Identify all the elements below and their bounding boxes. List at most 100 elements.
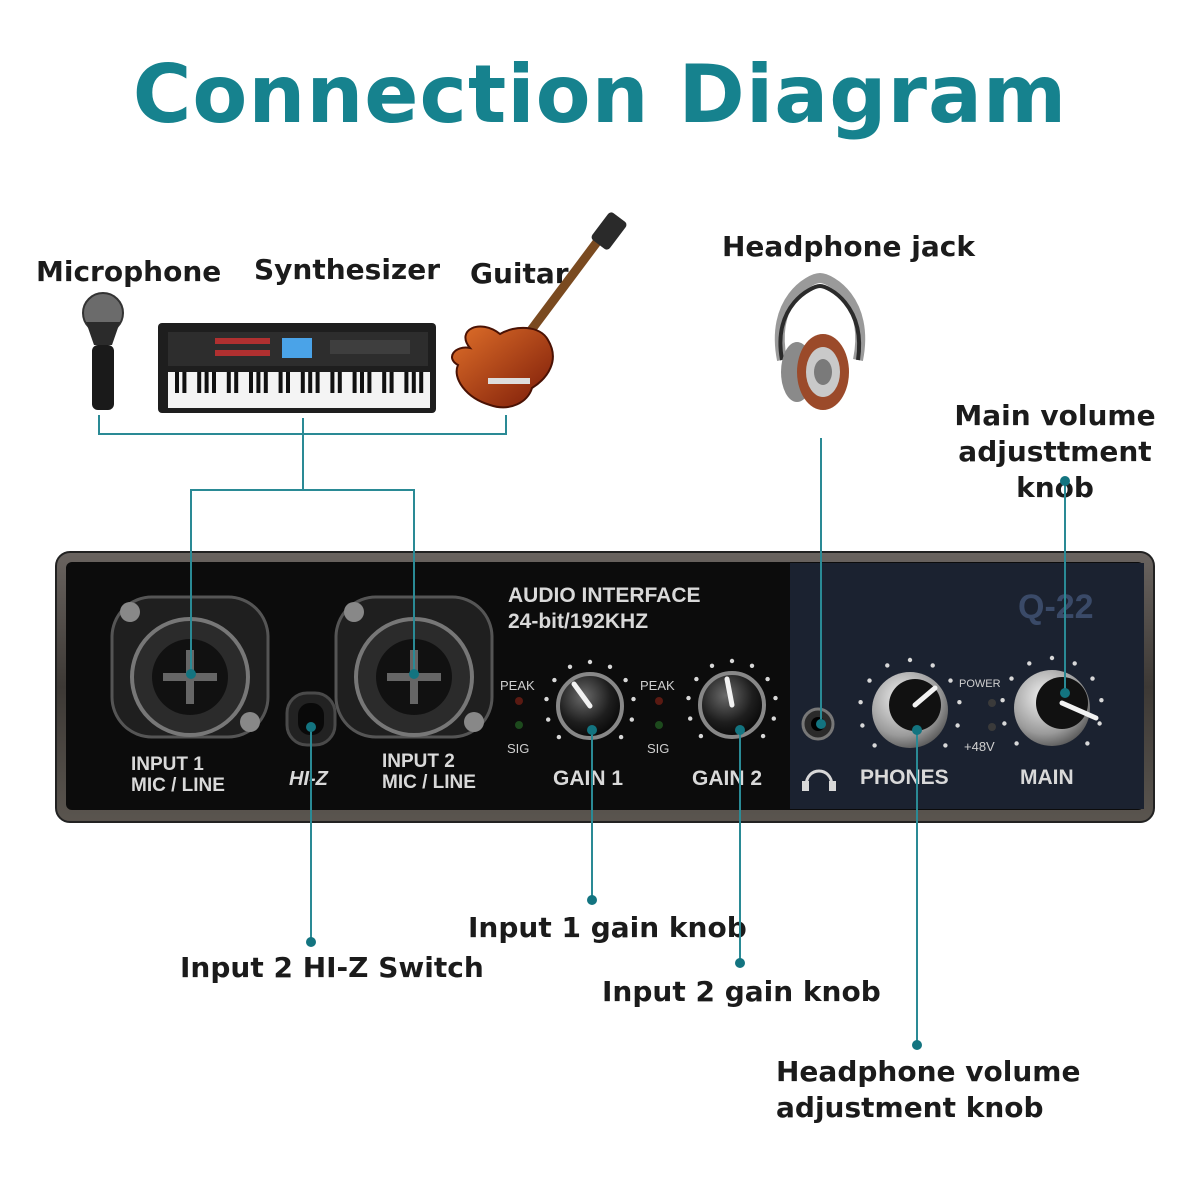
- peak-label-1: PEAK: [500, 678, 535, 693]
- knob-tick: [765, 676, 770, 682]
- knob-tick: [943, 743, 948, 748]
- hiz-switch-label: Input 2 HI-Z Switch: [180, 951, 484, 984]
- knob-tick: [955, 723, 960, 728]
- synth-black-key: [352, 372, 357, 393]
- synth-black-key: [204, 372, 209, 393]
- knob-tick: [885, 663, 890, 668]
- gain1-knob-label: Input 1 gain knob: [468, 911, 747, 944]
- headphone-jack-label: Headphone jack: [722, 230, 975, 263]
- synth-black-key: [286, 372, 290, 393]
- knob-tick: [709, 663, 715, 668]
- knob-tick: [1002, 721, 1007, 726]
- synth-black-key: [256, 372, 261, 393]
- synthesizer-icon: [158, 323, 436, 413]
- hiz-label: HI-Z: [289, 768, 329, 790]
- knob-tick: [1090, 676, 1095, 681]
- knob-tick: [546, 717, 551, 722]
- callout-dots: [186, 476, 1070, 1050]
- synth-black-key: [300, 372, 305, 393]
- input2-label-line2: MIC / LINE: [382, 772, 476, 793]
- knob-tick: [567, 664, 573, 669]
- synth-black-key: [382, 372, 387, 393]
- input1-label-line2: MIC / LINE: [131, 775, 225, 796]
- knob-tick: [1097, 721, 1102, 726]
- knob-tick: [867, 678, 872, 683]
- synth-black-key: [263, 372, 268, 393]
- sig-label-2: SIG: [647, 741, 669, 756]
- knob-tick: [957, 700, 962, 705]
- synth-black-key: [234, 372, 239, 393]
- main-label: MAIN: [1020, 766, 1074, 789]
- knob-tick: [694, 676, 699, 682]
- input2-label-line1: INPUT 2: [382, 751, 455, 772]
- phones-knob[interactable]: [872, 672, 948, 748]
- knob-tick: [948, 678, 953, 683]
- power-label: POWER: [959, 678, 1001, 690]
- knob-tick: [607, 664, 613, 669]
- knob-tick: [872, 743, 877, 748]
- synth-black-key: [308, 372, 313, 393]
- knob-tick: [1000, 698, 1005, 703]
- synth-black-key: [330, 372, 335, 393]
- knob-tick: [907, 657, 913, 663]
- brand-line2: 24-bit/192KHZ: [508, 610, 648, 633]
- synthesizer-label: Synthesizer: [254, 253, 441, 286]
- synth-black-key: [278, 372, 283, 393]
- power-led: [988, 699, 996, 707]
- synth-black-key: [182, 372, 187, 393]
- knob-tick: [629, 717, 634, 722]
- knob-tick: [631, 696, 636, 702]
- knob-tick: [587, 659, 593, 665]
- synth-black-key: [197, 372, 202, 393]
- gain2-label: GAIN 2: [692, 767, 762, 790]
- microphone-icon: [82, 292, 124, 410]
- synth-black-key: [337, 372, 342, 393]
- sig-led-1: [515, 721, 523, 729]
- knob-tick: [729, 658, 735, 664]
- phones-label: PHONES: [860, 766, 949, 789]
- knob-tick: [749, 663, 755, 668]
- knob-tick: [618, 734, 624, 740]
- sig-label-1: SIG: [507, 741, 529, 756]
- peak-label-2: PEAK: [640, 678, 675, 693]
- headphones-icon: [774, 272, 866, 410]
- synth-black-key: [249, 372, 253, 393]
- synth-black-key: [360, 372, 364, 393]
- gain1-knob[interactable]: [556, 672, 624, 740]
- brand-line1: AUDIO INTERFACE: [508, 584, 701, 607]
- main-knob[interactable]: [1014, 670, 1099, 746]
- synth-black-key: [315, 372, 320, 393]
- knob-tick: [771, 716, 776, 721]
- phantom-led: [988, 723, 996, 731]
- knob-tick: [556, 734, 562, 740]
- sig-led-2: [655, 721, 663, 729]
- knob-tick: [930, 663, 935, 668]
- callout-lines: [310, 438, 1066, 1045]
- input1-label-line1: INPUT 1: [131, 754, 204, 775]
- gain2-knob[interactable]: [698, 671, 766, 739]
- knob-tick: [686, 695, 691, 701]
- synth-black-key: [175, 372, 179, 393]
- knob-tick: [1049, 655, 1055, 661]
- knob-tick: [1027, 661, 1032, 666]
- synth-black-key: [404, 372, 409, 393]
- knob-tick: [1009, 676, 1014, 681]
- synth-black-key: [226, 372, 231, 393]
- peak-led-1: [515, 697, 523, 705]
- headphone-icon-small: [802, 769, 836, 791]
- model-label: Q-22: [1018, 588, 1094, 626]
- knob-tick: [1085, 741, 1090, 746]
- guitar-icon: [451, 212, 627, 409]
- phantom-label: +48V: [964, 739, 995, 754]
- page-title: Connection Diagram: [132, 48, 1068, 141]
- synth-black-key: [367, 372, 372, 393]
- knob-tick: [552, 677, 557, 683]
- knob-tick: [544, 696, 549, 702]
- knob-tick: [698, 733, 704, 739]
- knob-tick: [1072, 661, 1077, 666]
- knob-tick: [623, 677, 628, 683]
- gain1-label: GAIN 1: [553, 767, 623, 790]
